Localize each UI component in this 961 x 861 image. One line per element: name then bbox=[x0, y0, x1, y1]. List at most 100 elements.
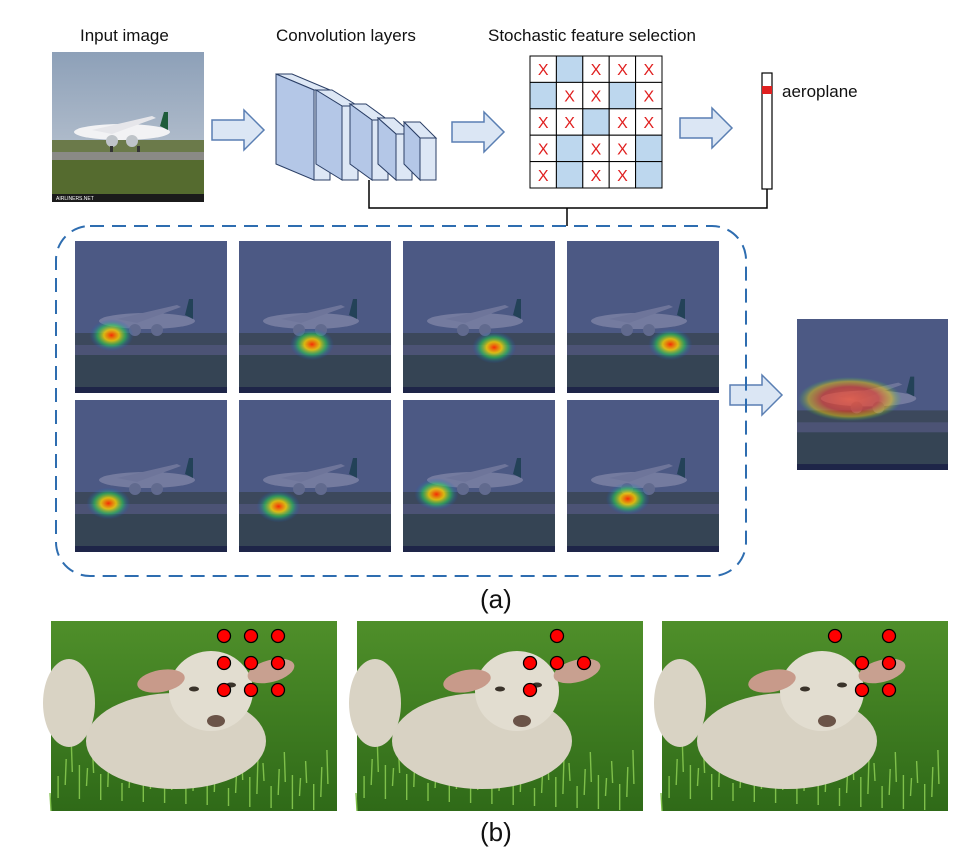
input-image: AIRLINERS.NET bbox=[52, 52, 204, 202]
heatmap-tile bbox=[239, 400, 391, 552]
selection-cell: X bbox=[608, 55, 637, 83]
stochastic-selection-label: Stochastic feature selection bbox=[488, 26, 696, 45]
heatmap-hotspot bbox=[256, 490, 301, 523]
selection-mark: X bbox=[538, 62, 549, 79]
heatmap-hotspot bbox=[289, 328, 334, 361]
selection-mark: X bbox=[591, 168, 602, 185]
heatmap-hotspot bbox=[86, 487, 131, 520]
heatmap-tile bbox=[567, 400, 719, 552]
heatmap-hotspot bbox=[472, 331, 517, 364]
arrow-conv-to-selection bbox=[451, 110, 506, 154]
keypoint-dot bbox=[881, 682, 897, 698]
selection-cell bbox=[608, 81, 637, 110]
selection-mark: X bbox=[538, 168, 549, 185]
selection-mark: X bbox=[591, 89, 602, 106]
selection-cell: X bbox=[582, 81, 610, 110]
heatmap-hotspot bbox=[605, 482, 650, 515]
conv-layers-label: Convolution layers bbox=[276, 26, 416, 45]
keypoint-dot bbox=[270, 628, 286, 644]
heatmap-hotspot bbox=[89, 319, 134, 352]
keypoint-dot bbox=[576, 655, 592, 671]
selection-mark: X bbox=[617, 115, 628, 132]
selection-cell: X bbox=[608, 108, 637, 136]
selection-cell: X bbox=[529, 108, 557, 136]
keypoint-dot bbox=[854, 682, 870, 698]
arrow-selection-to-output bbox=[679, 106, 734, 150]
heatmap-tile bbox=[75, 400, 227, 552]
heatmap-tiles bbox=[75, 241, 719, 552]
selection-cell: X bbox=[608, 161, 637, 189]
heatmap-tile bbox=[567, 241, 719, 393]
output-probability-vector bbox=[761, 72, 773, 190]
selection-mark: X bbox=[591, 62, 602, 79]
selection-cell bbox=[582, 108, 610, 136]
selection-cell: X bbox=[555, 81, 584, 110]
selection-cell: X bbox=[582, 55, 610, 83]
caption-a: (a) bbox=[480, 584, 512, 614]
heatmap-hotspot bbox=[648, 328, 693, 361]
conv-block bbox=[402, 120, 438, 182]
selection-mark: X bbox=[538, 115, 549, 132]
keypoint-dot bbox=[216, 682, 232, 698]
keypoint-dot bbox=[243, 682, 259, 698]
arrow-input-to-conv bbox=[211, 108, 266, 152]
selection-cell: X bbox=[635, 81, 663, 110]
selection-mark: X bbox=[643, 62, 654, 79]
keypoint-dot bbox=[216, 628, 232, 644]
heatmap-hotspot bbox=[414, 478, 459, 511]
lamb-image bbox=[43, 621, 337, 812]
lamb-images bbox=[43, 621, 948, 812]
aggregated-hotspot bbox=[798, 377, 902, 421]
selection-mark: X bbox=[591, 141, 602, 158]
heatmap-tile bbox=[403, 400, 555, 552]
class-label-aeroplane: aeroplane bbox=[782, 82, 858, 101]
keypoint-dot bbox=[881, 655, 897, 671]
selection-mark: X bbox=[564, 115, 575, 132]
caption-b: (b) bbox=[480, 817, 512, 847]
keypoint-dot bbox=[270, 655, 286, 671]
selection-mark: X bbox=[617, 62, 628, 79]
keypoint-dot bbox=[827, 628, 843, 644]
lamb-image bbox=[654, 621, 948, 812]
heatmap-tile bbox=[75, 241, 227, 393]
keypoint-dot bbox=[270, 682, 286, 698]
selection-cell: X bbox=[635, 108, 663, 136]
photo-badge: AIRLINERS.NET bbox=[56, 196, 94, 202]
selection-cell: X bbox=[608, 134, 637, 163]
keypoint-dot bbox=[243, 655, 259, 671]
keypoint-dot bbox=[549, 628, 565, 644]
selection-cell: X bbox=[582, 161, 610, 189]
keypoint-dot bbox=[522, 682, 538, 698]
selection-mark: X bbox=[617, 141, 628, 158]
selection-mark: X bbox=[617, 168, 628, 185]
heatmap-group-border bbox=[55, 225, 747, 577]
input-image-label: Input image bbox=[80, 26, 169, 45]
selection-mark: X bbox=[538, 141, 549, 158]
keypoint-dot bbox=[522, 655, 538, 671]
selection-cell bbox=[555, 161, 584, 189]
convolution-layer-blocks bbox=[275, 73, 438, 182]
selection-cell: X bbox=[529, 161, 557, 189]
keypoint-dot bbox=[549, 655, 565, 671]
heatmap-tile bbox=[239, 241, 391, 393]
heatmap-tile bbox=[403, 241, 555, 393]
selection-cell bbox=[635, 161, 663, 189]
lamb-image bbox=[349, 621, 643, 812]
selection-cell: X bbox=[635, 55, 663, 83]
selection-cell: X bbox=[555, 108, 584, 136]
selection-cell: X bbox=[529, 55, 557, 83]
selection-cell bbox=[635, 134, 663, 163]
selection-cell bbox=[555, 134, 584, 163]
connector-bracket bbox=[368, 180, 768, 226]
selection-mark: X bbox=[643, 115, 654, 132]
arrow-heatmaps-to-result bbox=[729, 373, 784, 417]
keypoint-dot bbox=[881, 628, 897, 644]
selection-mark: X bbox=[643, 89, 654, 106]
selection-cell: X bbox=[529, 134, 557, 163]
keypoint-dot bbox=[854, 655, 870, 671]
aggregated-heatmap bbox=[797, 319, 948, 470]
keypoint-dot bbox=[243, 628, 259, 644]
selection-cell bbox=[529, 81, 557, 110]
